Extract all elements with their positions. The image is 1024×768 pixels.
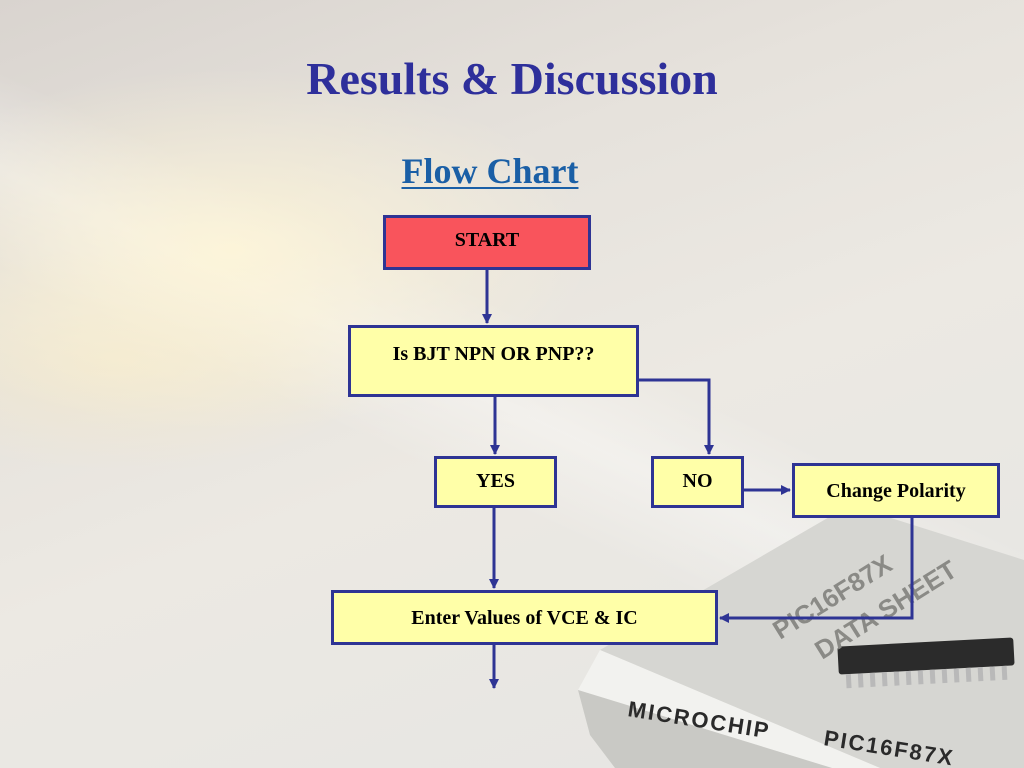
- change-polarity-node: Change Polarity: [792, 463, 1000, 518]
- arrow-change-polarity-to-enter-values: [719, 518, 914, 623]
- enter-values-node: Enter Values of VCE & IC: [331, 590, 718, 645]
- start-node: START: [383, 215, 591, 270]
- slide-title: Results & Discussion: [306, 53, 718, 104]
- chip-pins: [845, 665, 1008, 689]
- decision-node: Is BJT NPN OR PNP??: [348, 325, 639, 397]
- book-spine: [578, 650, 880, 768]
- book-cover-subtitle: DATA SHEET: [809, 554, 962, 665]
- arrow-question-to-no: [639, 378, 714, 455]
- book-page-edge: [578, 690, 832, 768]
- no-node: NO: [651, 456, 744, 508]
- book-brand: MICROCHIP: [626, 696, 772, 743]
- book-model: PIC16F87X: [822, 725, 956, 768]
- book-cover-title: PIC16F87X: [767, 548, 897, 645]
- slide-subtitle: Flow Chart: [401, 151, 579, 191]
- chip-body: [837, 637, 1015, 675]
- yes-node: YES: [434, 456, 557, 508]
